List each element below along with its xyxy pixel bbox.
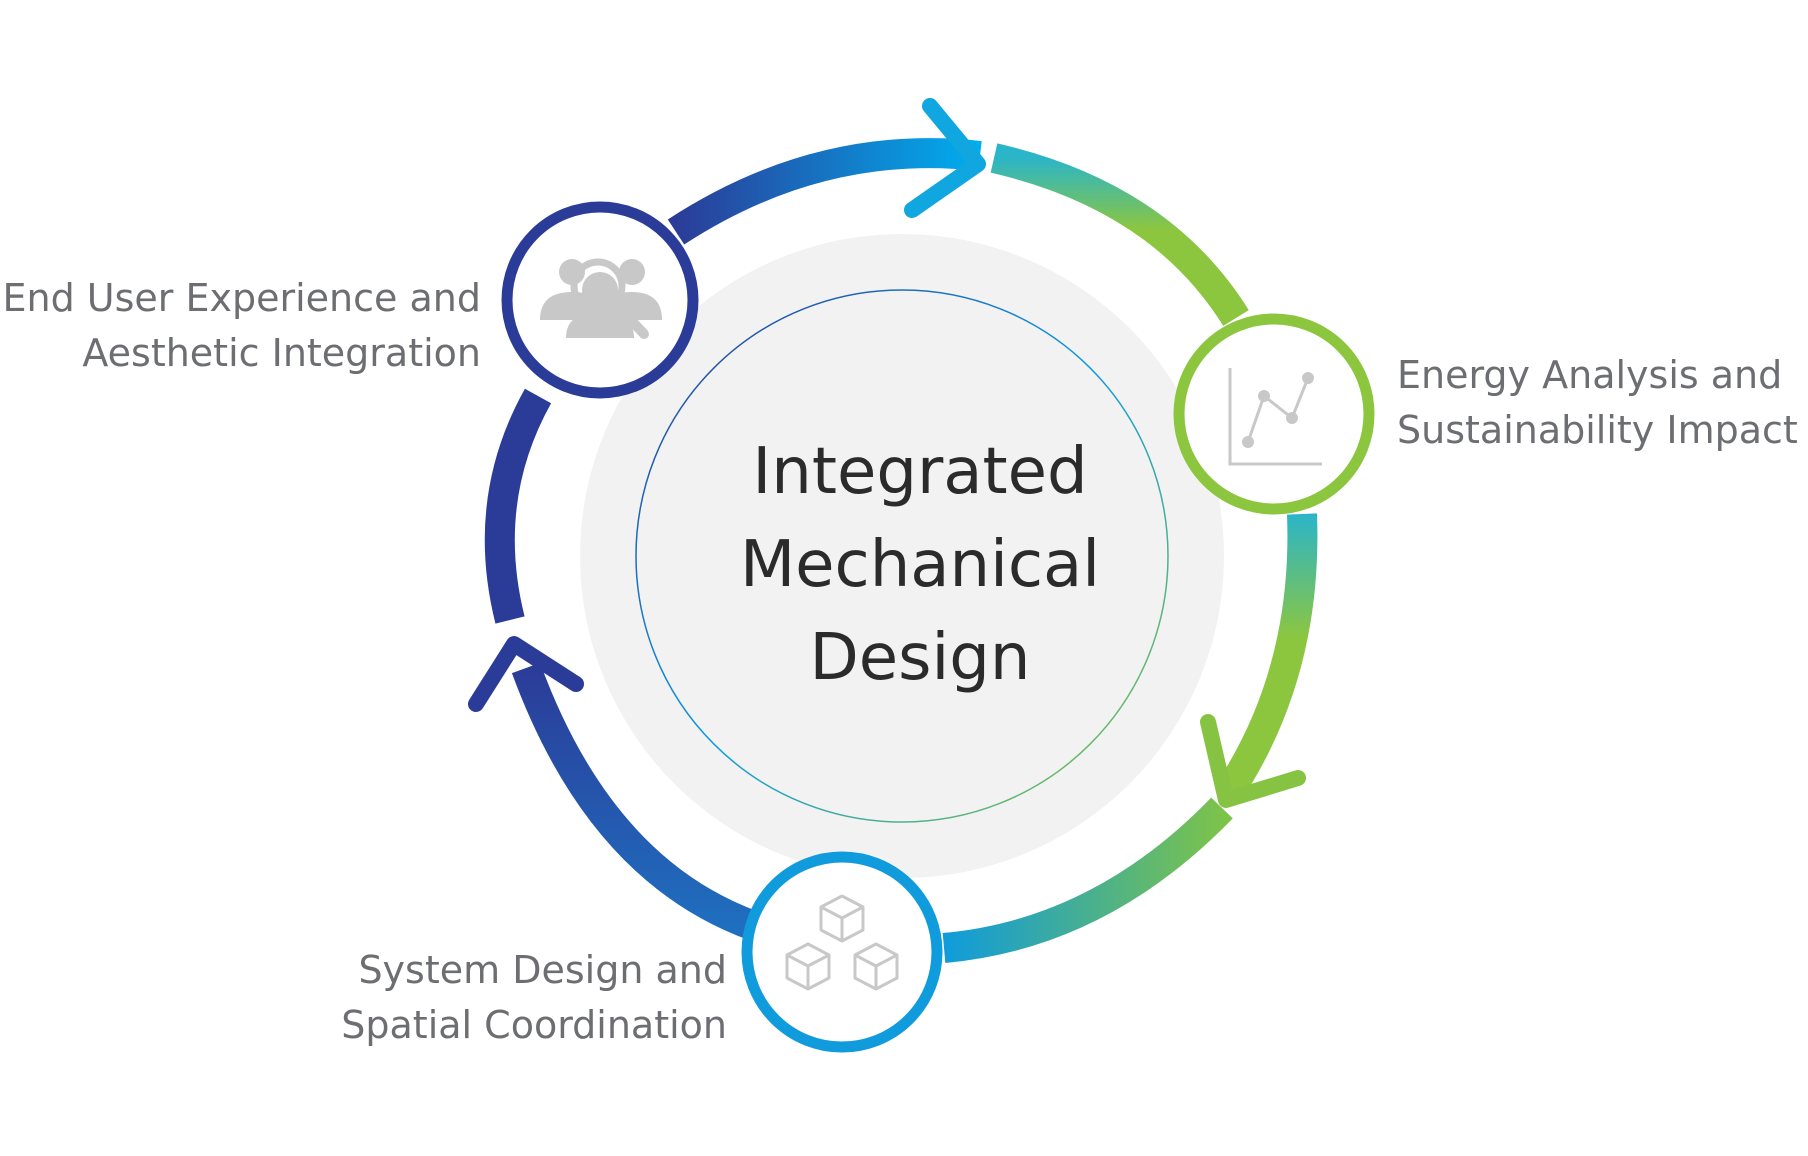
magnifier-icon: [570, 258, 649, 339]
line-graph-icon: [1228, 368, 1322, 466]
label-energy-line-2: Sustainability Impact: [1397, 408, 1798, 452]
label-energy: Energy Analysis and Sustainability Impac…: [1397, 348, 1798, 458]
center-title: Integrated Mechanical Design: [620, 426, 1220, 705]
center-ring: [635, 289, 1169, 823]
arrowhead-left: [468, 636, 584, 712]
label-system: System Design and Spatial Coordination: [341, 943, 727, 1053]
label-energy-line-1: Energy Analysis and: [1397, 353, 1783, 397]
label-end-user: End User Experience and Aesthetic Integr…: [3, 271, 481, 381]
node-system: [741, 851, 943, 1053]
arc-bottom-right: [942, 797, 1233, 963]
arc-right: [1217, 513, 1318, 799]
arc-top-right: [990, 143, 1249, 326]
center-title-line-1: Integrated: [752, 435, 1088, 509]
label-system-line-2: Spatial Coordination: [341, 1003, 727, 1047]
node-energy: [1173, 313, 1375, 515]
arrowhead-right: [1200, 714, 1306, 808]
arrowhead-top: [904, 98, 986, 218]
arc-bottom-left: [511, 662, 760, 941]
arc-left: [484, 388, 552, 624]
label-system-line-1: System Design and: [358, 948, 727, 992]
node-system-ring: [741, 851, 943, 1053]
node-end-user: [501, 201, 699, 399]
label-end-user-line-1: End User Experience and: [2, 276, 481, 320]
center-title-line-3: Design: [809, 621, 1031, 695]
center-title-line-2: Mechanical: [739, 528, 1101, 602]
arc-top: [667, 138, 982, 245]
stacked-cubes-icon: [785, 894, 899, 991]
node-energy-ring: [1173, 313, 1375, 515]
label-end-user-line-2: Aesthetic Integration: [82, 331, 481, 375]
